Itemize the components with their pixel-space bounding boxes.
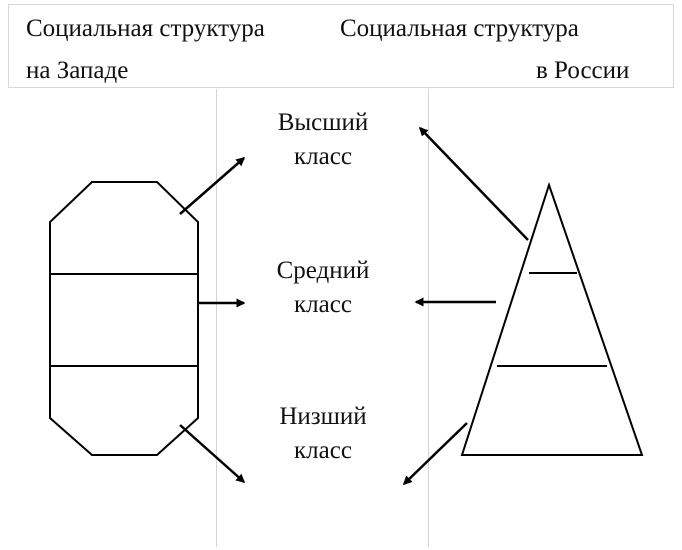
west-structure-shape xyxy=(49,181,199,456)
middle-class-line2: класс xyxy=(294,291,352,318)
header-box xyxy=(8,4,674,88)
lower-class-label: Низший класс xyxy=(238,400,408,468)
west-octagon-outline xyxy=(49,181,199,456)
upper-class-label: Высший класс xyxy=(238,106,408,174)
russia-structure-shape xyxy=(460,181,644,456)
russia-triangle-outline xyxy=(460,181,644,456)
west-title-line2: на Западе xyxy=(26,57,129,84)
west-arrow-lower xyxy=(179,424,246,483)
west-title-line1: Социальная структура xyxy=(26,15,265,42)
lower-class-line2: класс xyxy=(294,437,352,464)
middle-class-label: Средний класс xyxy=(238,254,408,322)
upper-class-line2: класс xyxy=(294,143,352,170)
russia-arrow-lower xyxy=(402,422,468,486)
russia-title-line2: в России xyxy=(536,57,630,84)
lower-class-line1: Низший xyxy=(279,403,367,430)
russia-title-line1: Социальная структура xyxy=(340,15,579,42)
russia-arrow-upper xyxy=(418,126,529,241)
class-column xyxy=(216,89,429,547)
middle-class-line1: Средний xyxy=(276,257,370,284)
west-arrow-upper xyxy=(179,157,246,215)
upper-class-line1: Высший xyxy=(277,109,369,136)
